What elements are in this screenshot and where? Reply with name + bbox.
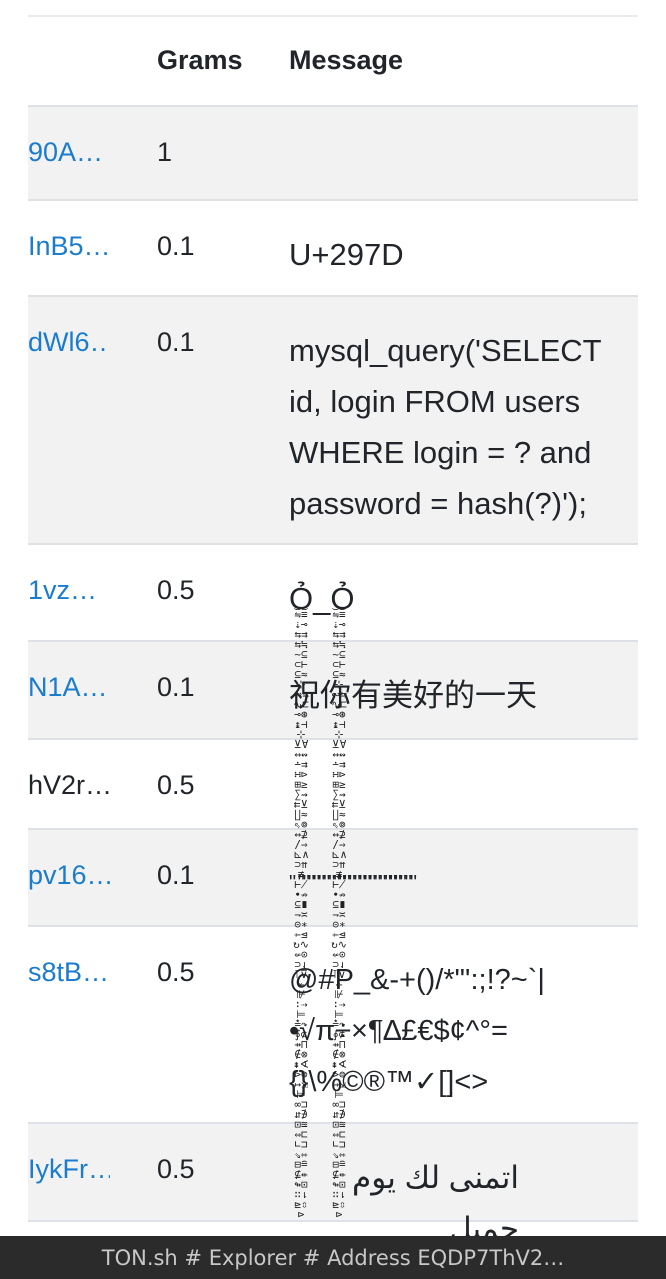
grams-value: 0.5	[157, 957, 195, 987]
page-title: TON.sh # Explorer # Address EQDP7ThV2…	[101, 1245, 565, 1270]
column-header-message: Message	[289, 45, 404, 75]
table-row: hV2r… 0.5	[28, 740, 638, 830]
address-link[interactable]: pv16…	[28, 860, 110, 890]
address-link[interactable]: s8tB…	[28, 957, 110, 987]
table-row: 90A… 1	[28, 107, 638, 201]
message-text: mysql_query('SELECT id, login FROM users…	[289, 333, 610, 521]
message-text: Ỏ_Ỏ	[289, 581, 355, 616]
table-row: pv16… 0.1 " """""""""""""""""""""""	[28, 830, 638, 927]
table-row: s8tB… 0.5 @#P_&-+()/*"':;!?~`|•√π÷×¶∆£€$¢^…	[28, 927, 638, 1124]
address-link: hV2r…	[28, 770, 110, 800]
overlay-glyph-column: ‿‿⇋≡⇣⊸⇆⇉⇆≒~⊆⊂⊢⊆≈⊹∾⇆∿⊏⊸⊛↨⊣⊹⊻∀↔↭∸⇉∺⊳⊞≥∑⇝⇇⊻…	[293, 600, 309, 1221]
grams-value: 0.5	[157, 575, 195, 605]
column-header-grams: Grams	[157, 45, 243, 75]
page-title-bar: TON.sh # Explorer # Address EQDP7ThV2…	[0, 1236, 666, 1279]
overlay-glyph-column: ‿‿⇋≡⇣⊸⇆⇉⇆≒~⊆⊂⊢⊆≈⊹∾⇆∿⊏⊸⊛↨⊣⊹⊻∀↔↭∸⇉∺⊳⊞≥∑⇝⇇⊻…	[331, 600, 347, 1221]
grams-value: 0.1	[157, 672, 195, 702]
grams-value: 0.5	[157, 1154, 195, 1184]
table-header: Grams Message	[28, 17, 638, 109]
grams-value: 0.1	[157, 327, 195, 357]
address-link[interactable]: 1vz…	[28, 575, 98, 605]
address-link[interactable]: 90A…	[28, 137, 104, 167]
table-row: InB5… 0.1 U+297D	[28, 201, 638, 297]
message-text: " """""""""""""""""""""""	[289, 872, 417, 894]
table-row: 1vz… 0.5 Ỏ_Ỏ	[28, 545, 638, 642]
table-row: dWl6… 0.1 mysql_query('SELECT id, login FR…	[28, 297, 638, 545]
address-link[interactable]: dWl6…	[28, 327, 110, 357]
message-text: 祝你有美好的一天	[289, 678, 537, 713]
divider	[28, 15, 638, 17]
grams-value: 0.1	[157, 860, 195, 890]
table-row: N1A… 0.1 祝你有美好的一天	[28, 642, 638, 740]
address-link[interactable]: N1A…	[28, 672, 108, 702]
message-text: U+297D	[289, 237, 404, 272]
grams-value: 0.5	[157, 770, 195, 800]
grams-value: 0.1	[157, 231, 195, 261]
address-link[interactable]: InB5…	[28, 231, 110, 261]
address-link[interactable]: IykFr…	[28, 1154, 110, 1184]
message-text: @#P_&-+()/*"':;!?~`|•√π÷×¶∆£€$¢^°={}\%©®…	[289, 964, 545, 1098]
grams-value: 1	[157, 137, 173, 167]
